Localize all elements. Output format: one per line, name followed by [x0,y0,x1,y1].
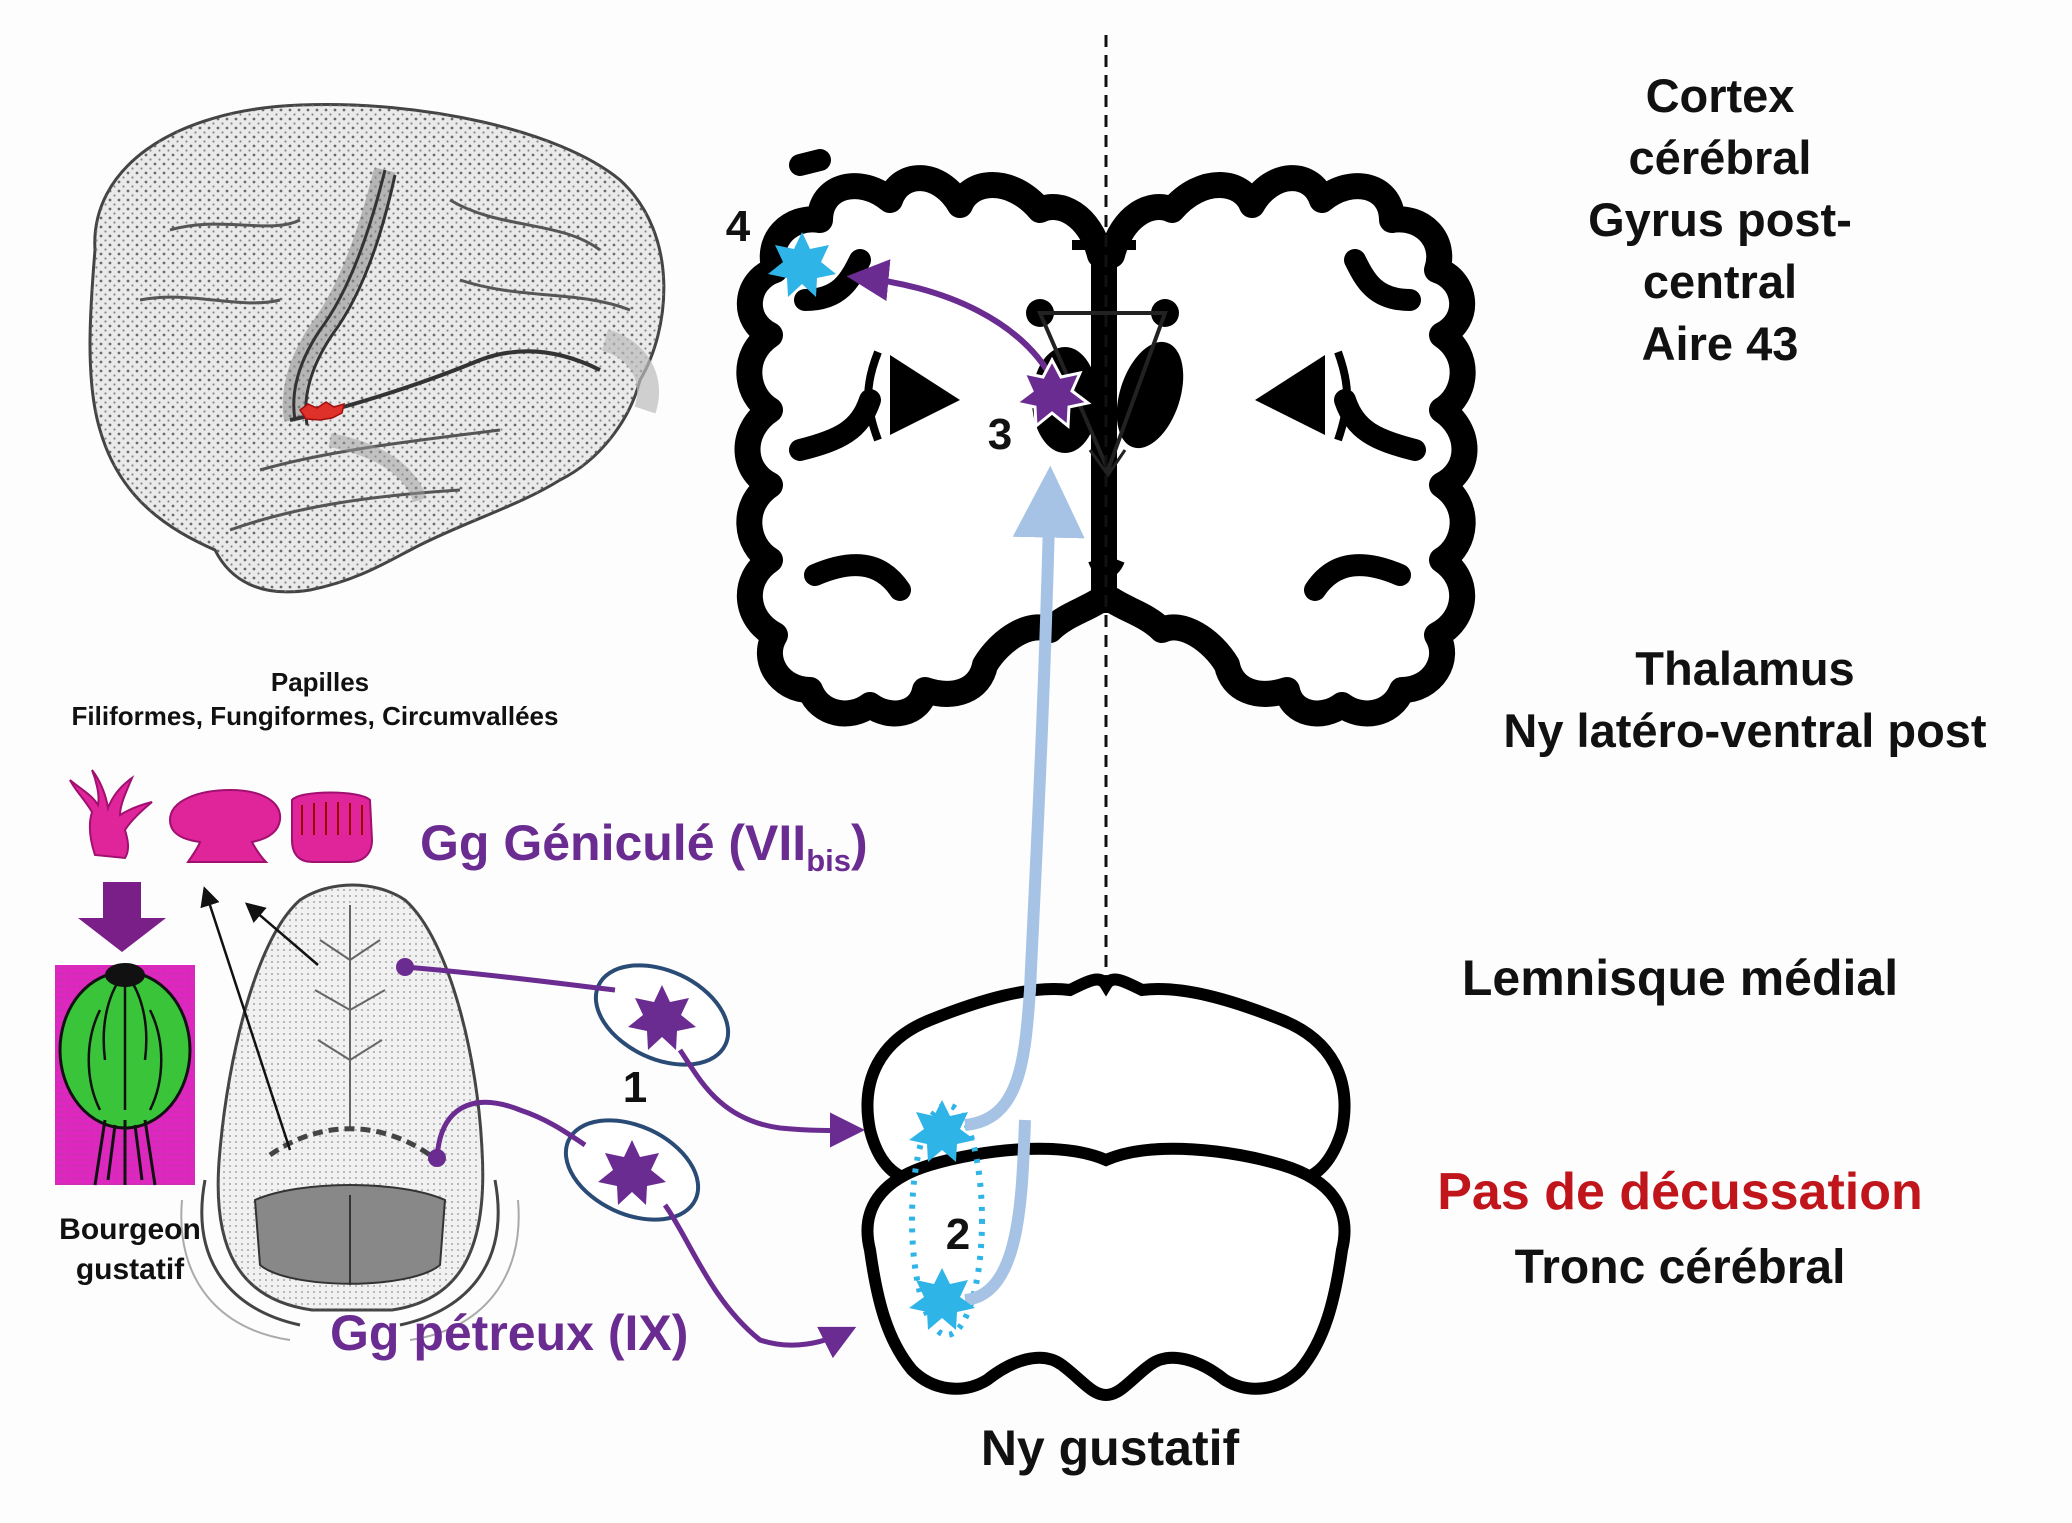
arrow-to-fungiform [200,886,292,1151]
geniculate-sub: bis [806,842,851,878]
geniculate-close: ) [850,815,868,871]
star-nucleus-upper [909,1100,975,1162]
cortex-line-1: Cortex [1645,69,1795,122]
nerve-ix-central [662,1203,857,1359]
nerve-vii-peripheral [404,964,616,993]
lateral-brain-illustration [88,102,666,594]
lemnisque-label: Lemnisque médial [1461,950,1899,1006]
thalamocortical-projection [846,259,1063,397]
cortex-line-2: cérébral [1628,131,1812,184]
cortex-line-4: central [1642,255,1798,308]
decussation-label: Pas de décussation [1437,1163,1923,1221]
star-cortex [768,232,836,297]
taste-bud-illustration [55,963,195,1186]
arrow-to-circumvallate [244,902,319,966]
star-nucleus-lower [909,1268,975,1330]
thalamus-label: Thalamus Ny latéro-ventral post [1440,638,2050,762]
geniculate-label: Gg Géniculé (VIIbis) [420,815,980,878]
bourgeon-line-1: Bourgeon [59,1213,201,1246]
tronc-label: Tronc cérébral [1514,1241,1846,1294]
number-3: 3 [987,410,1013,459]
number-2: 2 [945,1210,971,1259]
petrosal-label: Gg pétreux (IX) [330,1305,689,1361]
cortex-line-3: Gyrus post- [1588,193,1852,246]
nerve-vii-central [677,1048,865,1148]
number-4: 4 [725,202,751,251]
papilla-filiform-illustration [69,769,153,860]
papilles-title: Papilles [270,667,370,697]
thalamus-line-2: Ny latéro-ventral post [1503,704,1987,757]
papilla-fungiform-illustration [168,788,282,863]
lemniscus-path-lower [963,1119,1031,1306]
thalamus-line-1: Thalamus [1635,642,1855,695]
papilles-types: Filiformes, Fungiformes, Circumvallées [71,701,559,731]
down-arrow-to-bud [78,882,166,952]
bourgeon-line-2: gustatif [75,1253,185,1286]
coronal-brain-section [734,149,1478,727]
lemniscus-path-upper [964,465,1085,1131]
star-geniculate [628,985,696,1050]
papilla-circumvallate-illustration [291,791,374,863]
cortex-line-5: Aire 43 [1641,317,1799,370]
cortex-label: Cortex cérébral Gyrus post- central Aire… [1520,65,1920,375]
nerve-ix-peripheral [434,1099,587,1159]
ny-gustatif-label: Ny gustatif [980,1420,1240,1476]
brainstem-section-lower [861,1142,1351,1402]
star-petrosal [598,1140,666,1205]
nucleus-outline [909,1102,985,1338]
tongue-illustration [180,883,520,1341]
number-1: 1 [622,1063,648,1112]
bourgeon-label: Bourgeon gustatif [25,1210,235,1290]
star-thalamus [1012,356,1092,430]
geniculate-main: Gg Géniculé (VII [420,815,807,871]
